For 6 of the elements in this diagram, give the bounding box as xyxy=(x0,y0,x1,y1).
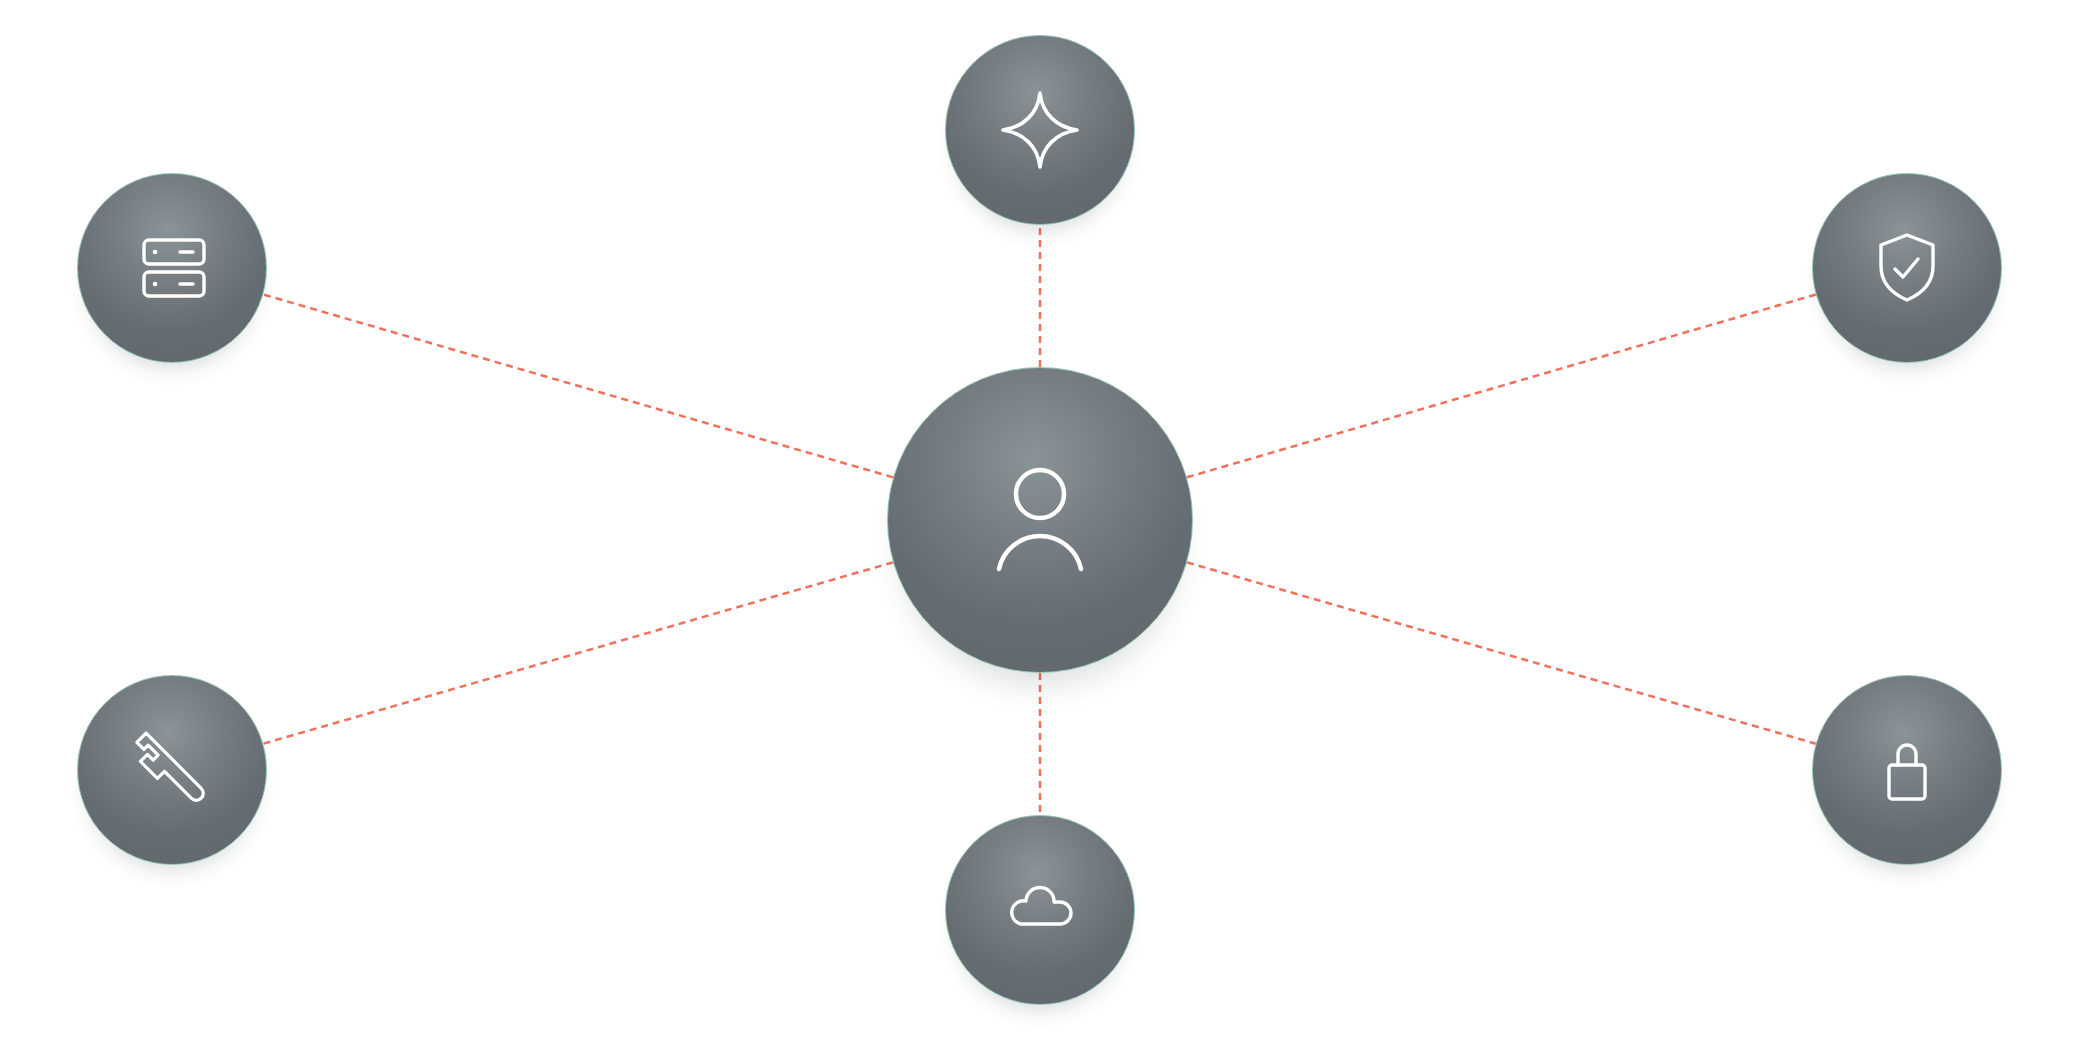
dashed-connector xyxy=(262,293,894,479)
dashed-connector xyxy=(1038,225,1042,367)
dashed-connector xyxy=(1186,293,1817,479)
dashed-connector xyxy=(1186,561,1817,745)
dashed-connector xyxy=(1038,673,1042,815)
dashed-connector xyxy=(262,561,894,745)
